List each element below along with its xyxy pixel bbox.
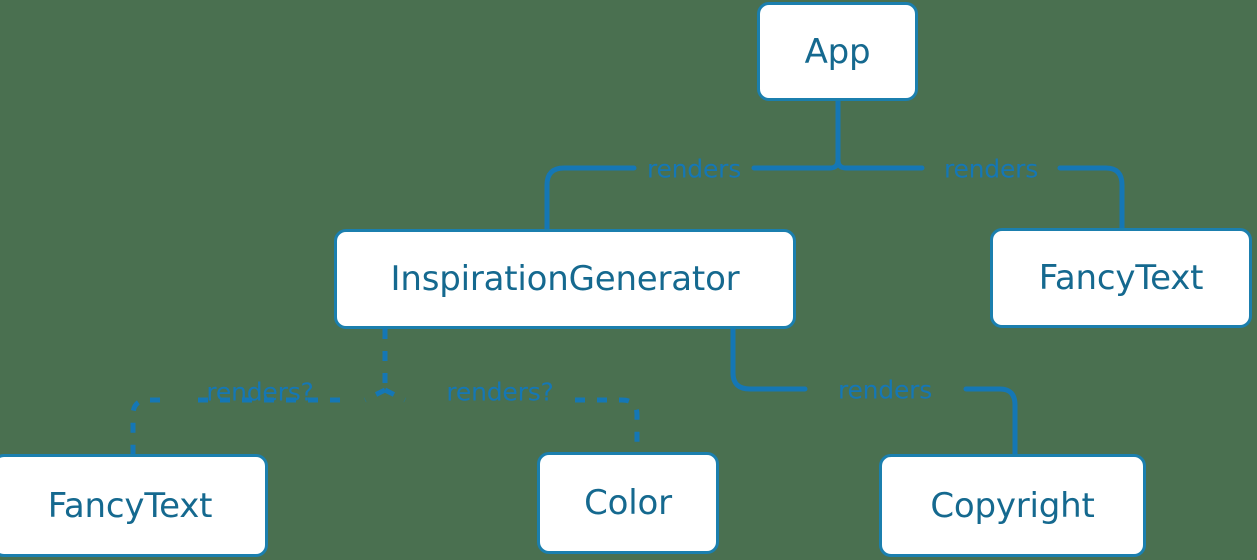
edge-app-to-inspiration-generator	[544, 165, 833, 232]
node-copyright[interactable]: Copyright	[879, 454, 1146, 557]
edge-inspiration-generator-to-fancytext-bottom	[130, 387, 387, 454]
node-copyright-label: Copyright	[930, 485, 1095, 526]
edge-label-inspiration-generator-to-copyright: renders	[837, 375, 933, 405]
node-fancytext-right-label: FancyText	[1038, 258, 1204, 298]
edge-inspiration-generator-to-color	[383, 387, 640, 452]
edge-label-app-to-fancytext-right: renders	[943, 154, 1039, 184]
node-inspiration-generator-label: InspirationGenerator	[390, 259, 740, 299]
edge-label-app-to-inspiration-generator: renders	[646, 154, 742, 184]
node-fancytext-right[interactable]: FancyText	[990, 228, 1252, 328]
node-app[interactable]: App	[757, 2, 918, 101]
edge-label-inspiration-generator-to-fancytext-bottom: renders?	[206, 377, 314, 407]
edge-label-inspiration-generator-to-color: renders?	[446, 377, 554, 407]
edge-inspiration-generator-to-copyright	[730, 326, 1018, 457]
node-color[interactable]: Color	[537, 452, 719, 554]
node-inspiration-generator[interactable]: InspirationGenerator	[334, 229, 796, 329]
node-fancytext-bottom[interactable]: FancyText	[0, 454, 268, 557]
node-app-label: App	[804, 31, 871, 72]
node-color-label: Color	[584, 483, 672, 523]
edge-app-to-fancytext-right	[843, 165, 1125, 231]
node-fancytext-bottom-label: FancyText	[47, 485, 213, 526]
